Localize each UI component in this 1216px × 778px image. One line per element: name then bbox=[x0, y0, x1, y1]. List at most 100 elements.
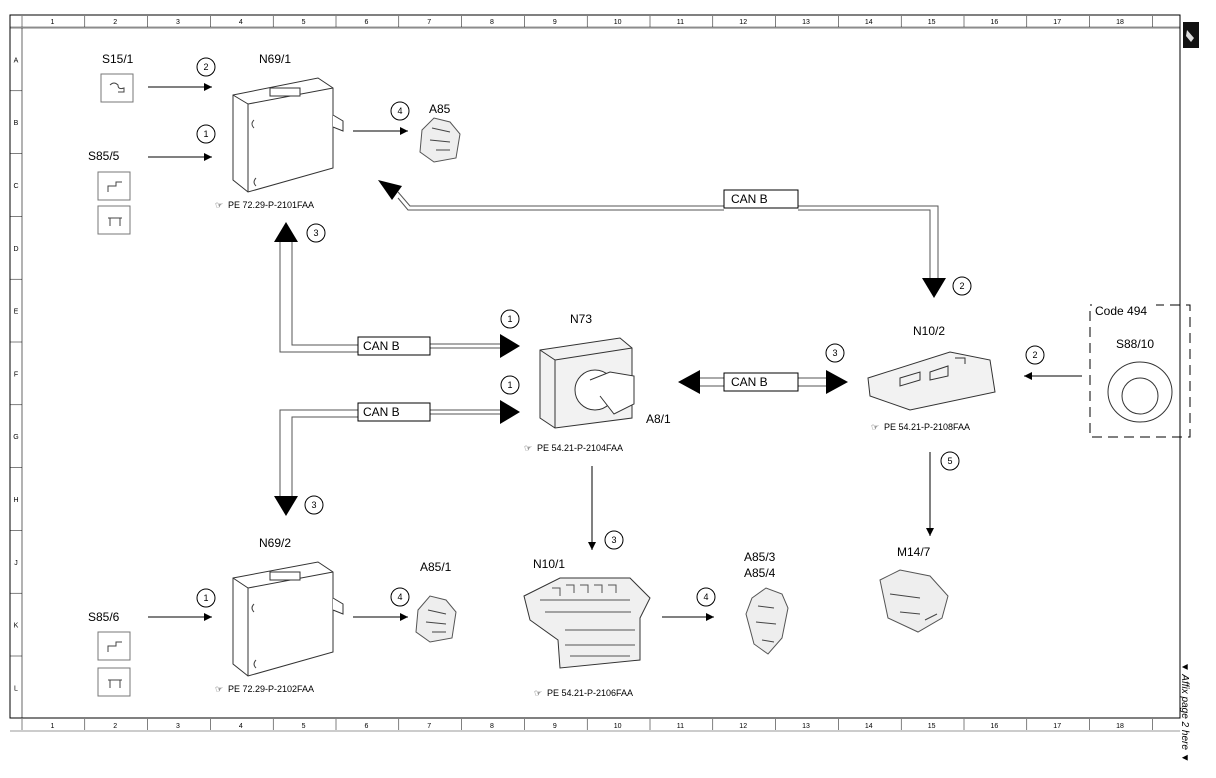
signal-badge bbox=[952, 276, 972, 296]
label-a85: A85 bbox=[429, 102, 451, 116]
signal-number: 2 bbox=[1032, 350, 1037, 360]
label-a85-4: A85/4 bbox=[744, 566, 776, 580]
grid-column-label: 17 bbox=[1053, 19, 1061, 26]
grid-column-label: 4 bbox=[239, 723, 243, 730]
switch-s88-10-icon bbox=[1107, 361, 1173, 423]
label-a8-1: A8/1 bbox=[646, 412, 671, 426]
grid-column-label: 11 bbox=[677, 19, 684, 26]
label-s88-10: S88/10 bbox=[1116, 337, 1154, 351]
grid-column-label: 1 bbox=[50, 723, 54, 730]
grid-column-label: 12 bbox=[739, 723, 747, 730]
grid-column-label: 6 bbox=[364, 19, 368, 26]
signal-badge bbox=[306, 223, 326, 243]
label-n69-1: N69/1 bbox=[259, 52, 291, 66]
signal-number: 4 bbox=[397, 106, 402, 116]
grid-column-label: 8 bbox=[490, 723, 494, 730]
grid-column-label: 8 bbox=[490, 19, 494, 26]
label-n10-1: N10/1 bbox=[533, 557, 565, 571]
grid-row-label: G bbox=[13, 434, 18, 441]
signal-number: 3 bbox=[313, 228, 318, 238]
label-n10-2: N10/2 bbox=[913, 324, 945, 338]
lock-actuator-a85-3-icon bbox=[745, 587, 789, 655]
control-unit-n69-1-icon bbox=[232, 77, 344, 193]
can-bus-label: CAN B bbox=[731, 192, 768, 206]
grid-column-label: 17 bbox=[1053, 723, 1061, 730]
grid-row-label: H bbox=[13, 497, 18, 504]
grid-column-label: 9 bbox=[553, 723, 557, 730]
book-icon: ☞ bbox=[524, 443, 532, 453]
grid-column-label: 1 bbox=[50, 19, 54, 26]
can-bus-label-box bbox=[723, 189, 799, 209]
grid-column-label: 3 bbox=[176, 723, 180, 730]
grid-column-label: 18 bbox=[1116, 19, 1124, 26]
grid-column-label: 7 bbox=[427, 723, 431, 730]
grid-row-label: B bbox=[14, 120, 19, 127]
grid-column-label: 15 bbox=[928, 723, 936, 730]
label-a85-1: A85/1 bbox=[420, 560, 452, 574]
grid-column-label: 16 bbox=[991, 723, 999, 730]
page-corner-icon bbox=[1183, 22, 1199, 48]
can-bus-label: CAN B bbox=[363, 339, 400, 353]
label-m14-7: M14/7 bbox=[897, 545, 931, 559]
signal-badge bbox=[696, 587, 716, 607]
can-bus-label-box bbox=[723, 372, 799, 392]
grid-column-label: 10 bbox=[614, 19, 622, 26]
signal-badge bbox=[940, 451, 960, 471]
grid-row-label: D bbox=[13, 246, 18, 253]
grid-column-label: 18 bbox=[1116, 723, 1124, 730]
can-bus-line-top bbox=[378, 180, 946, 298]
signal-number: 3 bbox=[832, 348, 837, 358]
grid-column-label: 5 bbox=[302, 19, 306, 26]
can-bus-line-n73-to-n69-1 bbox=[274, 222, 520, 358]
signal-badge bbox=[304, 495, 324, 515]
can-bus-line-n73-to-n10-2 bbox=[678, 370, 848, 394]
label-s15-1: S15/1 bbox=[102, 52, 134, 66]
book-icon: ☞ bbox=[871, 422, 879, 432]
grid-column-label: 14 bbox=[865, 723, 873, 730]
label-code-494: Code 494 bbox=[1095, 304, 1147, 318]
signal-number: 2 bbox=[959, 281, 964, 291]
signal-number: 3 bbox=[611, 535, 616, 545]
grid-row-label: J bbox=[14, 560, 18, 567]
signal-badge bbox=[390, 587, 410, 607]
grid-column-label: 4 bbox=[239, 19, 243, 26]
can-bus-line-n73-to-n69-2 bbox=[274, 400, 520, 516]
reference-n10-1: PE 54.21-P-2106FAA bbox=[547, 688, 633, 698]
signal-number: 1 bbox=[203, 593, 208, 603]
signal-badge bbox=[196, 588, 216, 608]
grid-column-label: 13 bbox=[802, 723, 810, 730]
ignition-switch-n73-icon bbox=[539, 337, 635, 429]
control-unit-n69-2-icon bbox=[232, 561, 344, 677]
grid-row-label: A bbox=[14, 57, 19, 64]
reference-n10-2: PE 54.21-P-2108FAA bbox=[884, 422, 970, 432]
grid-column-label: 2 bbox=[113, 19, 117, 26]
lock-actuator-a85-icon bbox=[419, 117, 461, 163]
sam-module-n10-1-icon bbox=[523, 577, 651, 669]
grid-column-label: 7 bbox=[427, 19, 431, 26]
grid-column-label: 10 bbox=[614, 723, 622, 730]
signal-badge bbox=[196, 57, 216, 77]
module-n10-2-icon bbox=[867, 351, 996, 411]
label-s85-6: S85/6 bbox=[88, 610, 120, 624]
grid-row-label: L bbox=[14, 685, 18, 692]
signal-number: 1 bbox=[203, 129, 208, 139]
switch-s85-5-icon bbox=[97, 171, 131, 235]
book-icon: ☞ bbox=[534, 688, 542, 698]
signal-badge bbox=[1025, 345, 1045, 365]
reference-n69-2: PE 72.29-P-2102FAA bbox=[228, 684, 314, 694]
signal-number: 4 bbox=[703, 592, 708, 602]
lock-actuator-a85-1-icon bbox=[415, 595, 457, 643]
signal-badge bbox=[825, 343, 845, 363]
grid-row-label: F bbox=[14, 371, 18, 378]
grid-column-label: 2 bbox=[113, 723, 117, 730]
signal-number: 5 bbox=[947, 456, 952, 466]
grid-column-label: 6 bbox=[364, 723, 368, 730]
grid-column-label: 14 bbox=[865, 19, 873, 26]
grid-row-label: E bbox=[14, 309, 19, 316]
switch-s15-1-icon bbox=[100, 73, 134, 103]
label-n73: N73 bbox=[570, 312, 592, 326]
can-bus-label: CAN B bbox=[731, 375, 768, 389]
signal-badge bbox=[500, 375, 520, 395]
